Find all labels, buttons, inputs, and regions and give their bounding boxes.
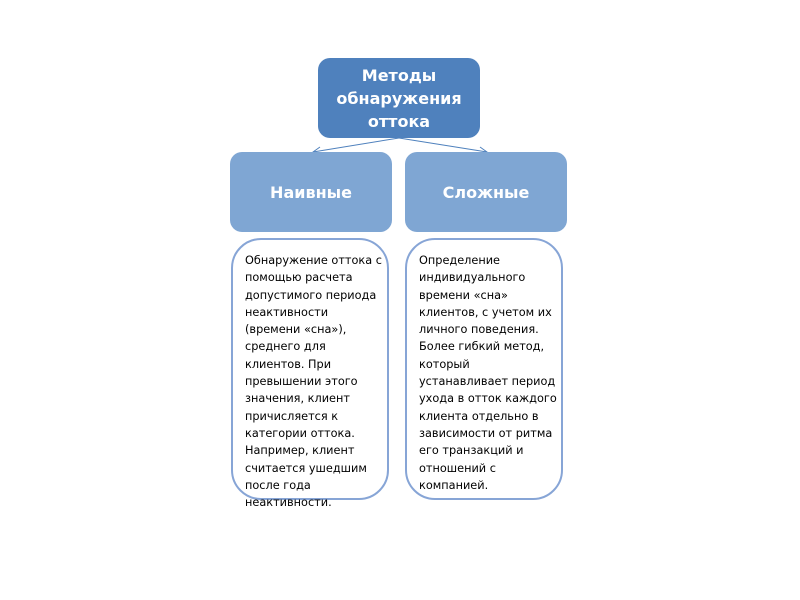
description-line: Более гибкий метод, <box>419 340 545 354</box>
description-line: причисляется к <box>245 409 339 423</box>
description-line: отношений с <box>419 461 496 475</box>
description-line: среднего для <box>245 340 326 354</box>
description-line: ухода в отток каждого <box>419 392 557 406</box>
description-line: устанавливает период <box>419 375 556 389</box>
description-line: значения, клиент <box>245 392 350 406</box>
description-line: допустимого периода <box>245 288 377 302</box>
description-line: (времени «сна»), <box>245 323 347 337</box>
node-label: Сложные <box>442 182 530 202</box>
description-line: клиента отдельно в <box>419 409 539 423</box>
connector-right <box>398 137 488 153</box>
description-line: Обнаружение оттока с <box>245 254 382 267</box>
description-line: личного поведения. <box>419 323 539 337</box>
node-complex: Сложные <box>405 152 567 232</box>
description-line: который <box>419 357 470 371</box>
description-line: Например, клиент <box>245 444 355 458</box>
description-line: превышении этого <box>245 375 358 389</box>
description-line: его транзакций и <box>419 444 524 458</box>
description-line: неактивности. <box>245 496 332 510</box>
description-line: Определение <box>419 254 501 267</box>
description-line: неактивности <box>245 305 329 319</box>
root-title-line: обнаружения <box>336 88 462 108</box>
root-title-line: Методы <box>361 65 437 85</box>
root-title-line: оттока <box>367 111 431 131</box>
description-naive: Обнаружение оттока с помощью расчета допус… <box>231 238 389 509</box>
root-node: Методы обнаружения оттока <box>318 58 480 138</box>
description-line: помощью расчета <box>245 271 353 285</box>
description-line: категории оттока. <box>245 426 355 440</box>
connector-left <box>312 137 400 153</box>
description-line: после года <box>245 478 311 492</box>
description-line: клиентов. При <box>245 357 332 371</box>
description-line: времени «сна» <box>419 288 508 302</box>
description-line: считается ушедшим <box>245 461 367 475</box>
description-line: зависимости от ритма <box>419 426 553 440</box>
description-line: компанией. <box>419 478 489 492</box>
description-complex: Определение индивидуального времени «сна» к… <box>405 238 563 500</box>
description-line: клиентов, с учетом их <box>419 305 552 319</box>
description-line: индивидуального <box>419 271 526 285</box>
node-naive: Наивные <box>230 152 392 232</box>
node-label: Наивные <box>270 182 352 202</box>
